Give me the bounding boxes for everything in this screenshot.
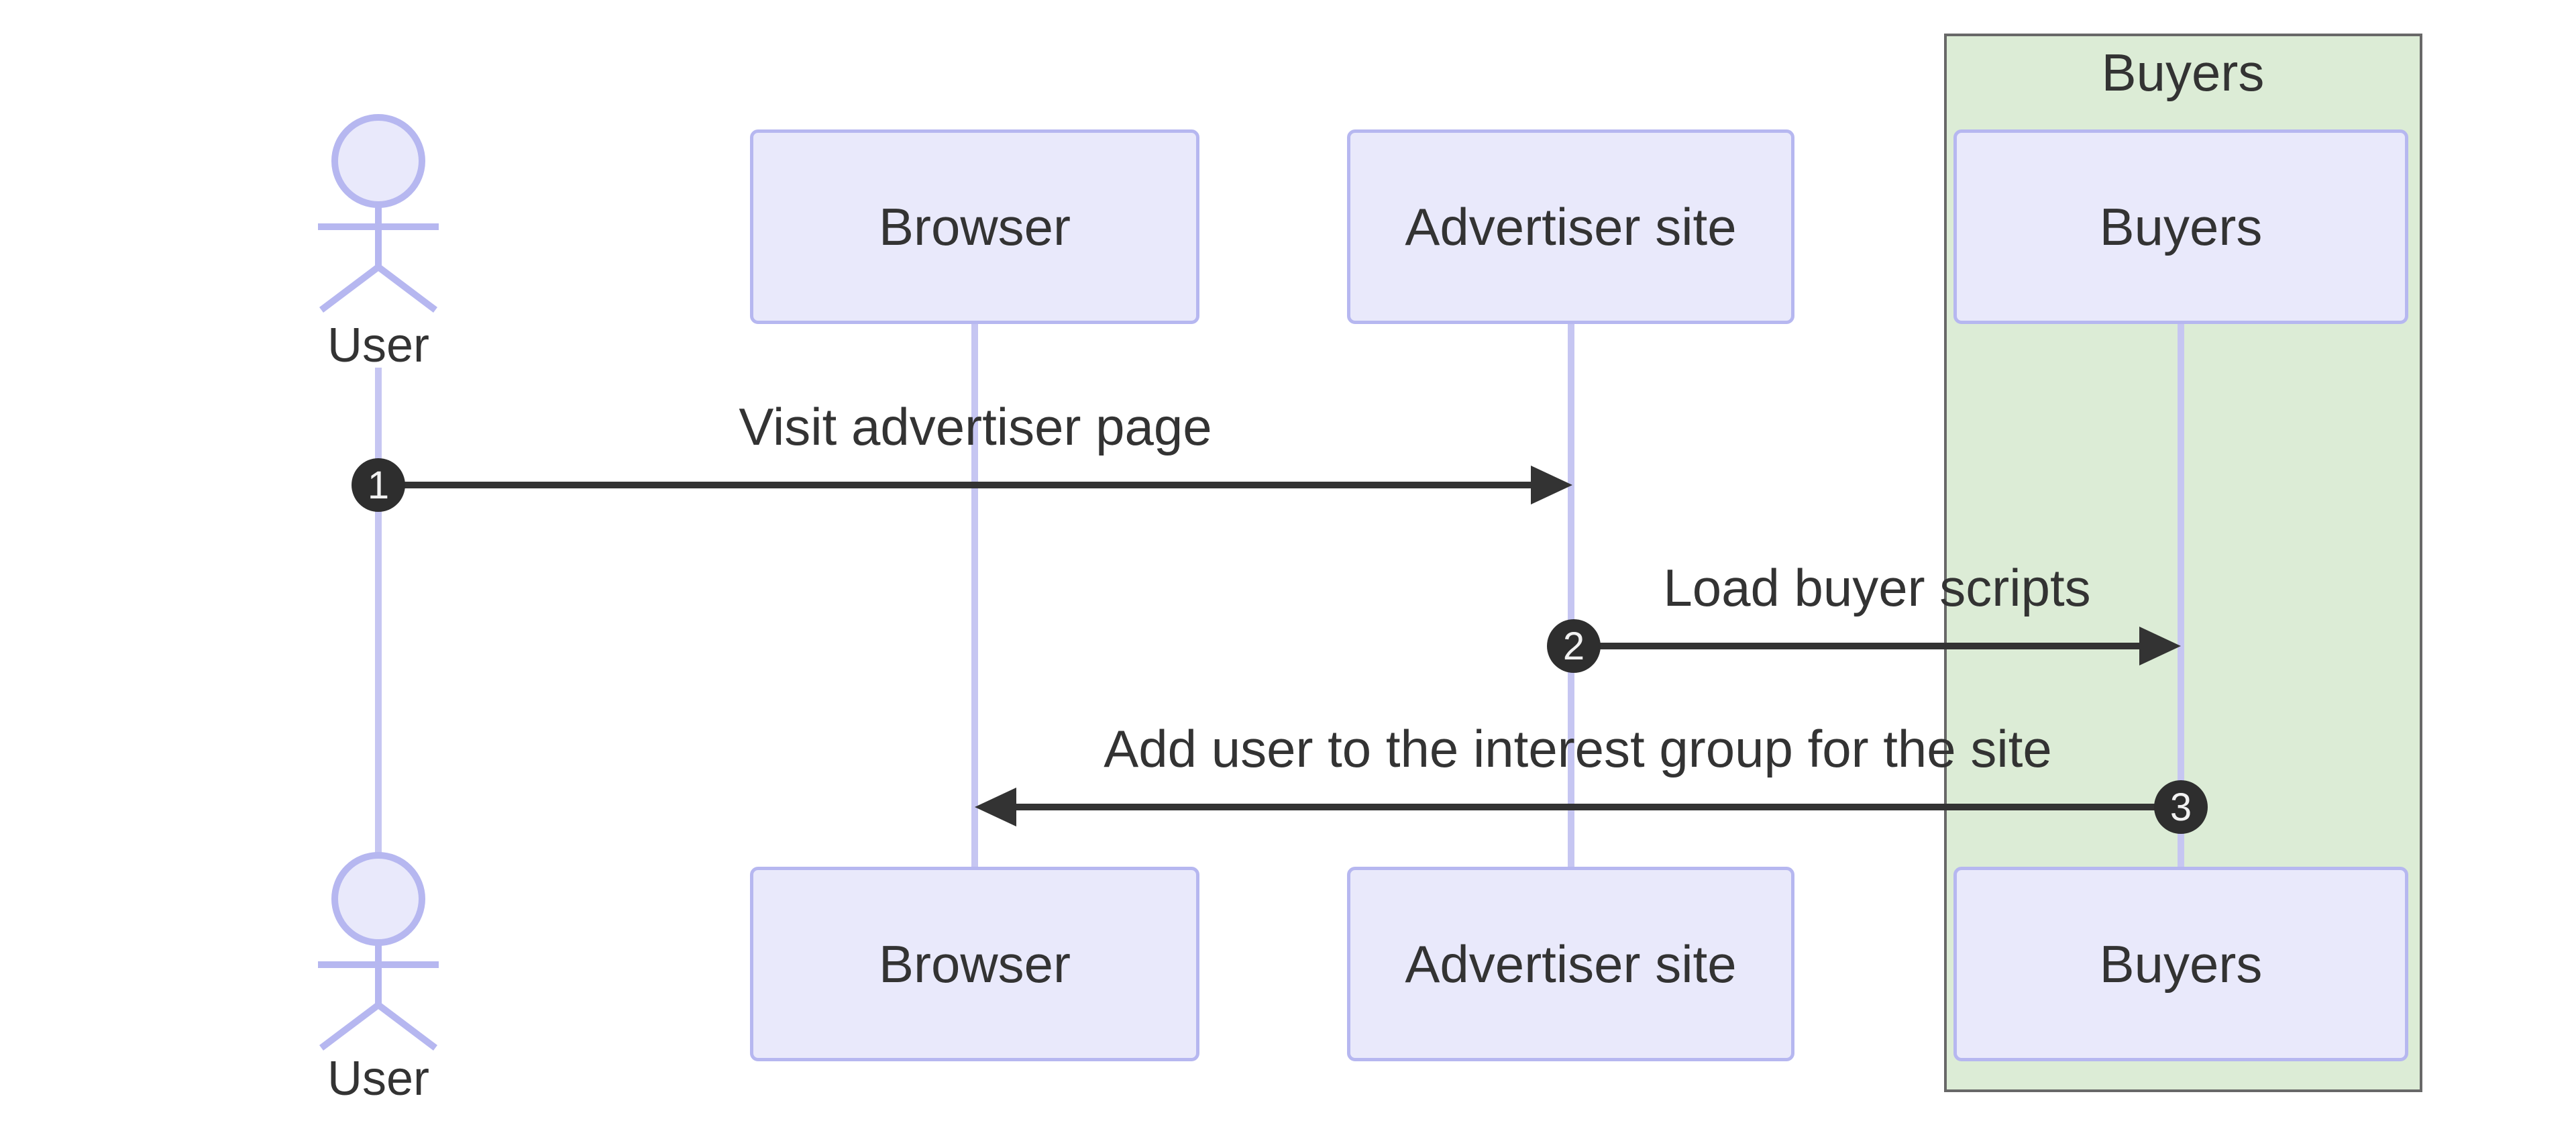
participant-box-buyers-top: Buyers: [1953, 129, 2408, 324]
actor-user-icon-bottom: [318, 845, 439, 1051]
sequence-number-badge-1: 1: [352, 458, 405, 512]
message-label-3: Add user to the interest group for the s…: [1104, 719, 2052, 778]
participant-label: Advertiser site: [1405, 934, 1737, 994]
lifeline-buyers: [2178, 324, 2184, 867]
message-arrow-1: [389, 466, 1572, 504]
actor-label-user-bottom: User: [327, 1052, 430, 1106]
participant-label: Advertiser site: [1405, 197, 1737, 256]
participant-box-advertiser-site-bottom: Advertiser site: [1347, 867, 1794, 1061]
actor-user-icon: [318, 114, 439, 313]
group-title: Buyers: [2101, 43, 2265, 102]
message-label-2: Load buyer scripts: [1663, 558, 2091, 617]
message-label-1: Visit advertiser page: [739, 397, 1212, 456]
participant-box-advertiser-site-top: Advertiser site: [1347, 129, 1794, 324]
participant-box-buyers-bottom: Buyers: [1953, 867, 2408, 1061]
participant-label: Buyers: [2099, 197, 2263, 256]
arrowhead-right-icon: [1531, 466, 1572, 504]
participant-label: Browser: [878, 197, 1071, 256]
arrowhead-left-icon: [975, 788, 1016, 826]
sequence-number-badge-2: 2: [1547, 619, 1601, 673]
actor-head-icon: [331, 114, 425, 208]
actor-label-user-top: User: [327, 319, 430, 372]
lifeline-advertiser-site: [1568, 324, 1574, 867]
actor-left-leg-icon: [319, 1002, 381, 1051]
actor-left-leg-icon: [319, 264, 381, 313]
participant-box-browser-top: Browser: [750, 129, 1199, 324]
sequence-number-badge-3: 3: [2154, 780, 2208, 834]
participant-box-browser-bottom: Browser: [750, 867, 1199, 1061]
participant-label: Browser: [878, 934, 1071, 994]
actor-head-icon: [331, 852, 425, 946]
actor-right-leg-icon: [376, 264, 438, 313]
actor-right-leg-icon: [376, 1002, 438, 1051]
lifeline-user: [375, 368, 382, 853]
lifeline-browser: [971, 324, 978, 867]
participant-label: Buyers: [2099, 934, 2263, 994]
